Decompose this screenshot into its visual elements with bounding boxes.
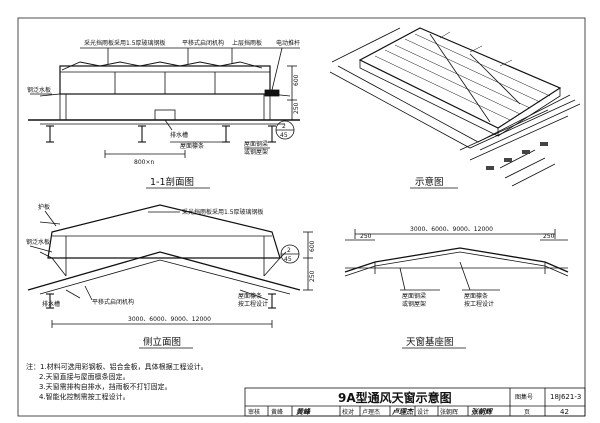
side-gutter-label: 排水槽 <box>42 300 60 308</box>
section-flashing-label: 钢泛水板 <box>27 86 51 94</box>
side-view <box>27 204 313 328</box>
side-flashing-label: 钢泛水板 <box>26 238 50 246</box>
atlas-no-label: 图集号 <box>515 393 533 401</box>
drawing-notes: 注：1.材料可选用彩钢板、铝合金板，具体根据工程设计。 2.天窗直接与屋面檩条固… <box>26 362 326 402</box>
base-view-title: 天窗基座图 <box>406 336 454 348</box>
section-beam-label-1: 屋面钢梁 <box>244 140 268 148</box>
base-beam-label-2: 或钢屋架 <box>402 300 426 308</box>
design-name: 张朝辉 <box>440 408 458 416</box>
side-callout-ref: 45 <box>284 256 292 263</box>
section-callout-num: 2 <box>282 123 286 130</box>
notes-item: 4.智能化控制需按工程设计。 <box>39 393 130 401</box>
section-width-dim: 800×n <box>134 159 154 166</box>
base-dim-left: 250 <box>360 233 372 240</box>
base-view <box>344 229 569 291</box>
notes-item: 3.天窗需排构自排水，挡雨板不打钉固定。 <box>39 383 172 391</box>
side-view-title: 侧立面图 <box>143 336 181 348</box>
section-view <box>28 47 300 158</box>
check-signature: 卢理杰 <box>392 407 414 416</box>
section-beam-label-2: 或钢屋架 <box>244 148 268 156</box>
design-label: 设计 <box>417 408 429 416</box>
atlas-no-value: 18J621-3 <box>550 393 581 401</box>
review-label: 审核 <box>248 408 260 416</box>
page-number: 42 <box>560 408 569 416</box>
title-block <box>244 387 586 417</box>
check-label: 校对 <box>342 408 354 416</box>
check-name: 卢理杰 <box>362 408 380 416</box>
base-beam-label-1: 屋面钢梁 <box>402 292 426 300</box>
section-actuator-label: 电动推杆 <box>276 39 300 47</box>
review-signature: 黄峰 <box>296 407 311 416</box>
iso-view-title: 示意图 <box>415 176 444 188</box>
side-purlin-label-1: 屋面檩条 <box>238 292 262 300</box>
section-gutter-label: 排水槽 <box>170 131 188 139</box>
base-purlin-label-1: 屋面檩条 <box>464 292 488 300</box>
side-height-dim-1: 600 <box>309 240 316 252</box>
sheet-border <box>17 17 586 417</box>
section-height-dim-1: 600 <box>293 74 300 86</box>
section-height-dim-2: 250 <box>293 102 300 114</box>
side-panel-label: 采光挡雨板采用1.5厚玻璃钢板 <box>182 208 264 216</box>
side-mechanism-label: 平移式启闭机构 <box>92 298 134 306</box>
base-dim-right: 250 <box>543 233 555 240</box>
notes-heading: 注：1.材料可选用彩钢板、铝合金板，具体根据工程设计。 <box>26 363 208 371</box>
side-callout-num: 2 <box>287 247 291 254</box>
page-label: 页 <box>524 409 530 416</box>
base-purlin-label-2: 按工程设计 <box>464 300 494 308</box>
side-length-dim: 3000、6000、9000、12000 <box>128 316 211 323</box>
notes-item: 2.天窗直接与屋面檩条固定。 <box>39 373 130 381</box>
section-panel-label: 采光挡雨板采用1.5厚玻璃钢板 <box>84 39 166 47</box>
side-height-dim-2: 250 <box>309 270 316 282</box>
base-length-dim: 3000、6000、9000、12000 <box>410 226 493 233</box>
section-view-title: 1-1剖面图 <box>150 176 194 188</box>
section-callout-ref: 45 <box>280 132 288 139</box>
section-top-panel-label: 上层挡雨板 <box>232 39 262 47</box>
title-block-title: 9A型通风天窗示意图 <box>338 390 452 405</box>
side-purlin-label-2: 按工程设计 <box>238 300 268 308</box>
side-guard-label: 护板 <box>38 203 50 211</box>
review-name: 黄峰 <box>271 408 283 416</box>
iso-view <box>329 27 581 187</box>
section-purlin-label: 屋面檩条 <box>180 142 204 150</box>
design-signature: 张朝辉 <box>471 407 494 416</box>
section-mechanism-label: 平移式启闭机构 <box>182 39 224 47</box>
